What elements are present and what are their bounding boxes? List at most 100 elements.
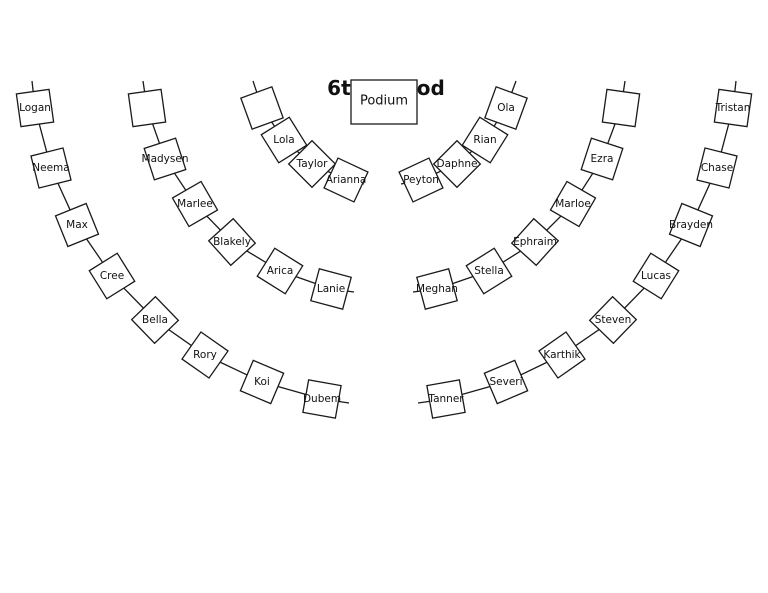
- student-name: Lola: [273, 134, 294, 146]
- student-name: Taylor: [296, 158, 329, 170]
- seat-box: [580, 137, 624, 181]
- student-name: Madysen: [142, 153, 189, 165]
- seat-row-right-outer: TristanChaseBraydenLucasStevenKarthikSev…: [417, 80, 753, 419]
- podium-box: [350, 79, 418, 125]
- seat: [240, 86, 284, 130]
- seat: Karthik: [538, 331, 586, 379]
- seat: Arianna: [323, 157, 369, 203]
- seat: Peyton: [398, 157, 444, 203]
- seat: Rory: [181, 331, 229, 379]
- student-name: Rory: [193, 349, 217, 361]
- seat: Ephraim: [510, 217, 560, 267]
- seat: Koi: [239, 359, 285, 405]
- student-name: Chase: [701, 162, 733, 174]
- seat-box: [426, 379, 466, 419]
- seat-box: [632, 252, 680, 300]
- seat-box: [668, 202, 714, 248]
- row-connector-line: [31, 80, 350, 404]
- seat-box: [54, 202, 100, 248]
- podium: Podium: [350, 79, 418, 125]
- seat-box: [484, 86, 528, 130]
- seat: Logan: [15, 88, 55, 128]
- student-name: Arianna: [326, 174, 367, 186]
- seat-box: [171, 180, 219, 228]
- seat-box: [461, 116, 509, 164]
- seat: Tanner: [426, 379, 466, 419]
- student-name: Stella: [474, 265, 504, 277]
- seat: Meghan: [415, 267, 459, 311]
- student-name: Ola: [497, 102, 515, 114]
- student-name: Bella: [142, 314, 168, 326]
- seat: Brayden: [668, 202, 714, 248]
- seat: Rian: [461, 116, 509, 164]
- seat: Severi: [483, 359, 529, 405]
- seat: [601, 88, 641, 128]
- seat-box: [302, 379, 342, 419]
- seat-box: [127, 88, 167, 128]
- seat-box: [323, 157, 369, 203]
- student-name: Rian: [473, 134, 496, 146]
- seat: Ola: [484, 86, 528, 130]
- seat-box: [398, 157, 444, 203]
- student-name: Marlee: [177, 198, 213, 210]
- seat: Chase: [696, 147, 738, 189]
- student-name: Dubem: [303, 393, 341, 405]
- seat-box: [483, 359, 529, 405]
- student-name: Brayden: [669, 219, 713, 231]
- seat-box: [432, 139, 482, 189]
- seat-box: [239, 359, 285, 405]
- student-name: Max: [66, 219, 88, 231]
- seat: Lanie: [309, 267, 353, 311]
- student-name: Tanner: [427, 393, 464, 405]
- seat: Ezra: [580, 137, 624, 181]
- seat-box: [181, 331, 229, 379]
- student-name: Cree: [100, 270, 124, 282]
- row-connector-line: [417, 80, 737, 404]
- student-name: Arica: [267, 265, 294, 277]
- seat-rows: LoganNeemaMaxCreeBellaRoryKoiDubemMadyse…: [15, 80, 753, 419]
- student-name: Karthik: [543, 349, 581, 361]
- seat: Taylor: [287, 139, 337, 189]
- seat-box: [260, 116, 308, 164]
- seat: Tristan: [713, 88, 753, 128]
- podium-label: Podium: [360, 94, 408, 109]
- student-name: Koi: [254, 376, 270, 388]
- seat: Marloe: [549, 180, 597, 228]
- seat: Neema: [30, 147, 72, 189]
- seat-box: [309, 267, 353, 311]
- seat-box: [538, 331, 586, 379]
- seat-box: [240, 86, 284, 130]
- student-name: Peyton: [403, 174, 439, 186]
- seat-box: [130, 295, 180, 345]
- seat-box: [143, 137, 187, 181]
- seat-box: [30, 147, 72, 189]
- seat-box: [465, 247, 513, 295]
- seat: Madysen: [142, 137, 189, 181]
- seat-box: [510, 217, 560, 267]
- student-name: Ezra: [591, 153, 614, 165]
- student-name: Lanie: [317, 283, 345, 295]
- seat-box: [88, 252, 136, 300]
- seat: Marlee: [171, 180, 219, 228]
- seat-box: [588, 295, 638, 345]
- seat: Lucas: [632, 252, 680, 300]
- seat: Max: [54, 202, 100, 248]
- seat: Bella: [130, 295, 180, 345]
- seat: Cree: [88, 252, 136, 300]
- student-name: Steven: [595, 314, 632, 326]
- student-name: Tristan: [715, 102, 751, 114]
- seat: Dubem: [302, 379, 342, 419]
- seat: [127, 88, 167, 128]
- student-name: Daphne: [437, 158, 478, 170]
- seat-box: [287, 139, 337, 189]
- student-name: Marloe: [555, 198, 591, 210]
- seat: Arica: [256, 247, 304, 295]
- student-name: Blakely: [213, 236, 251, 248]
- student-name: Neema: [32, 162, 69, 174]
